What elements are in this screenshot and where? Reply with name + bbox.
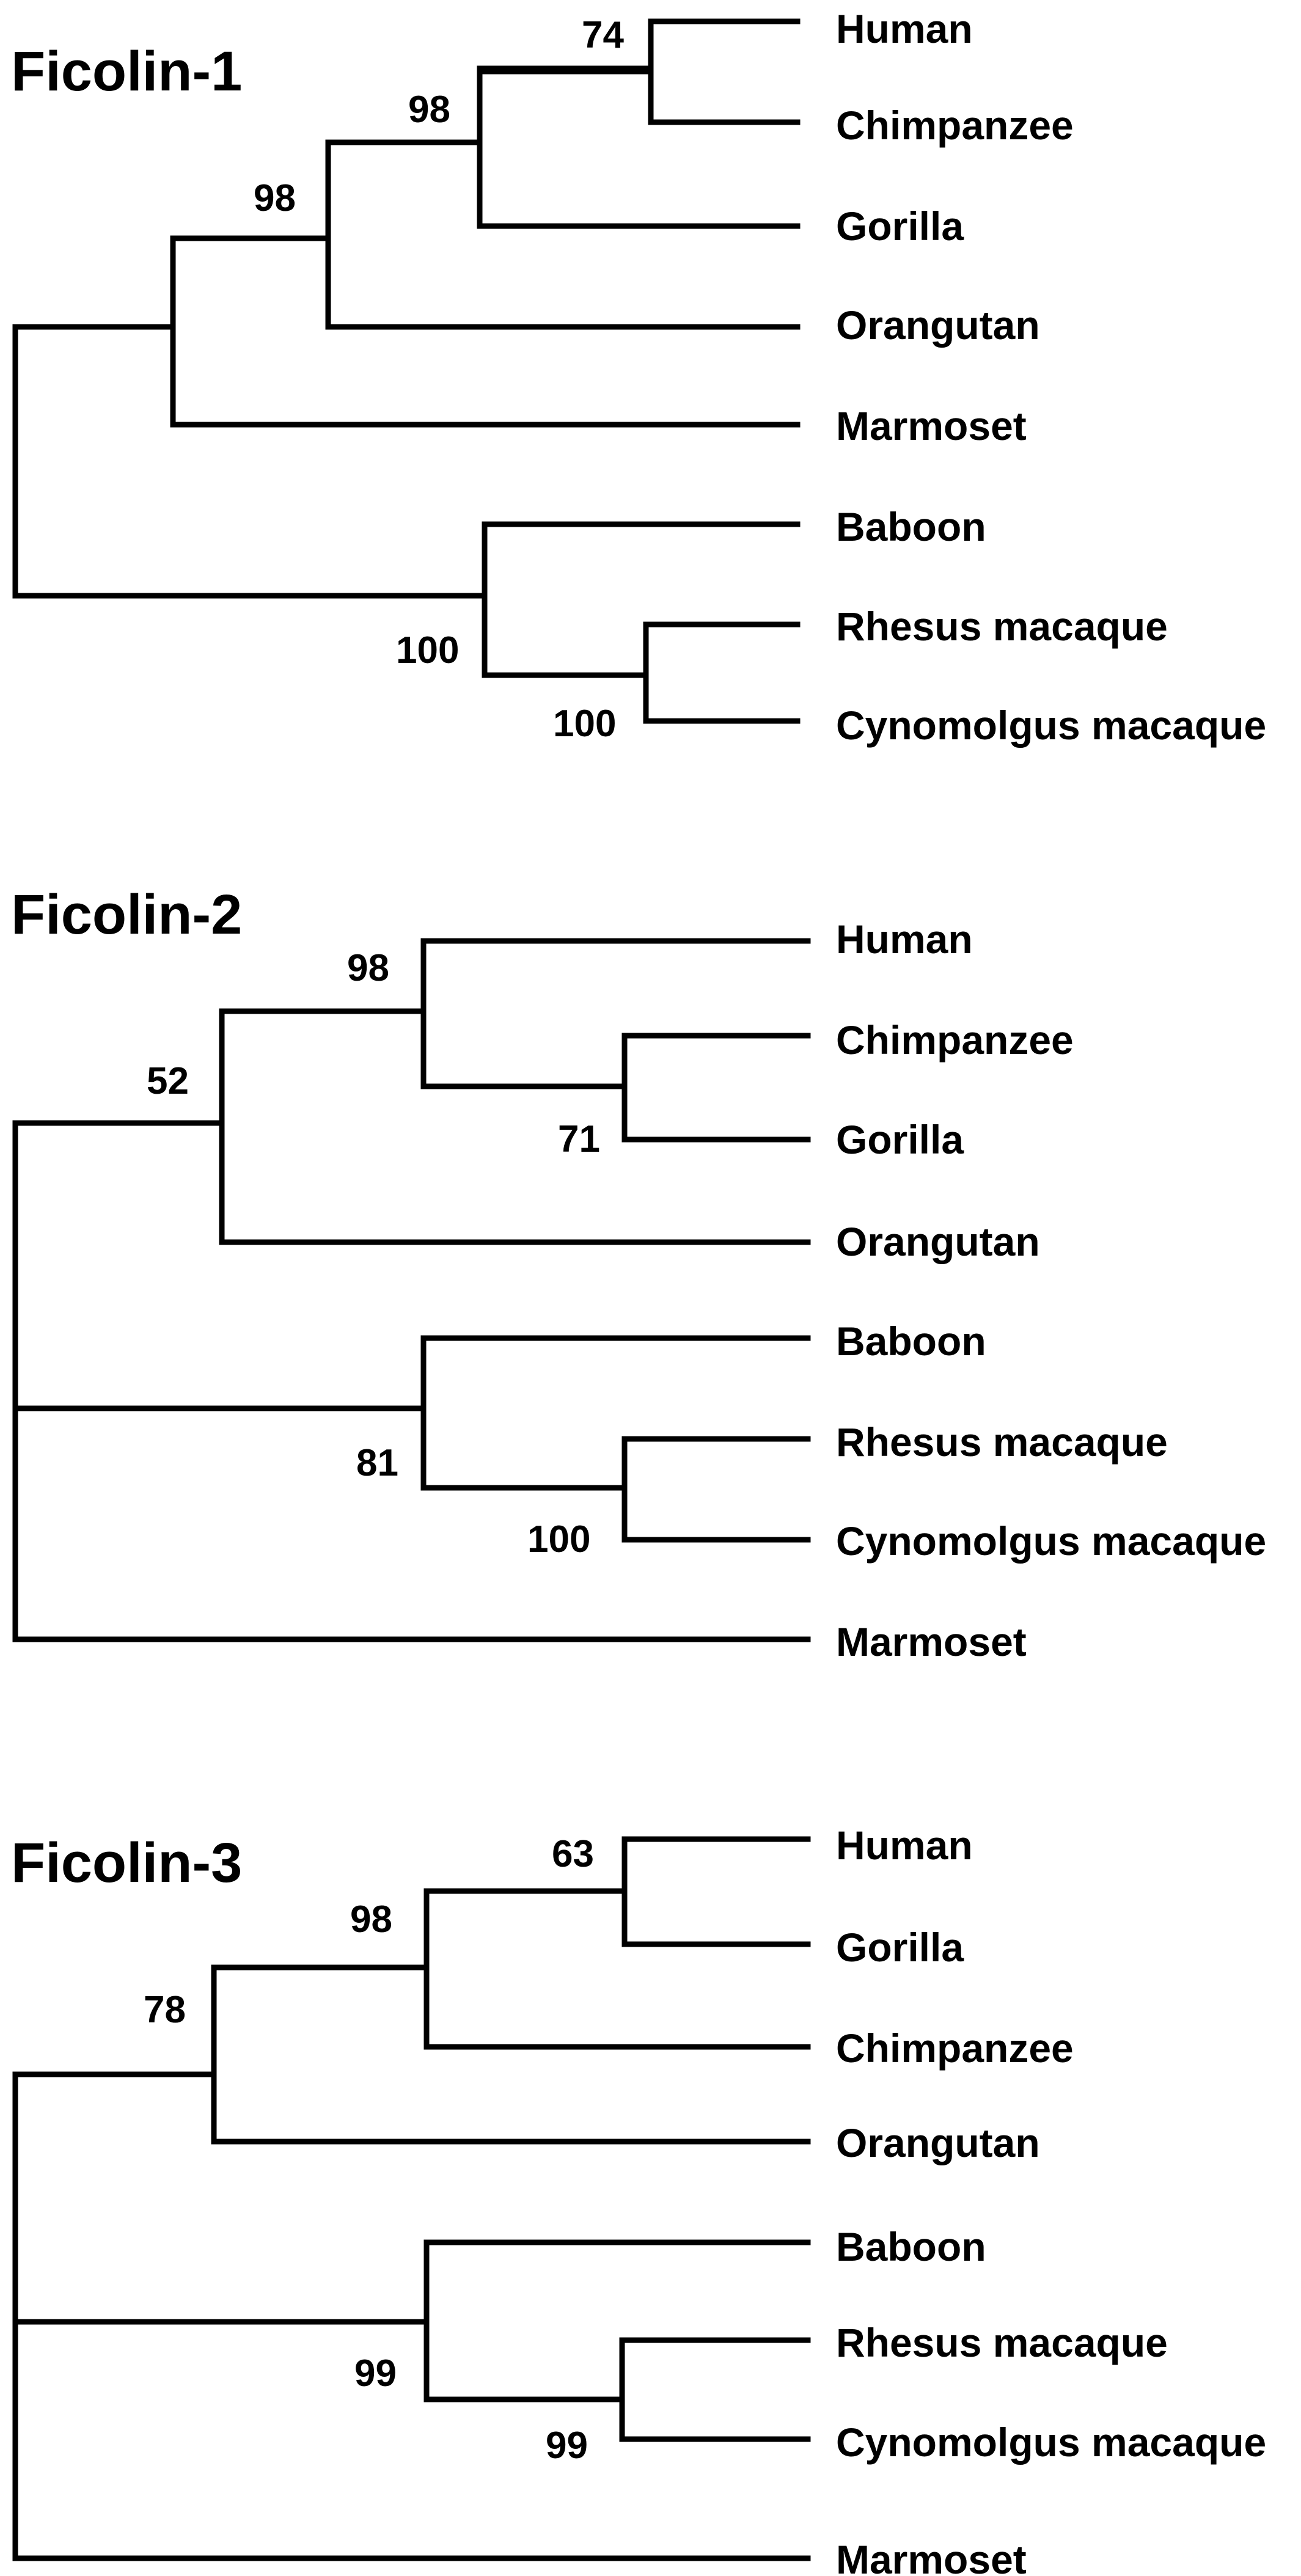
- taxon-label: Chimpanzee: [836, 1017, 1074, 1063]
- support-value: 98: [254, 177, 296, 219]
- tree-ficolin-3: Ficolin-3 Human Gorilla Chimpanzee Orang…: [11, 1823, 1266, 2576]
- support-value: 98: [408, 89, 450, 131]
- tree-branches-ficolin-3: [12, 1836, 811, 2561]
- taxon-label: Human: [836, 1823, 973, 1868]
- tree-branches-ficolin-1: [12, 18, 801, 724]
- support-value: 63: [552, 1833, 594, 1875]
- support-value: 81: [356, 1442, 398, 1484]
- support-value: 78: [144, 1989, 186, 2031]
- taxon-label: Rhesus macaque: [836, 2320, 1168, 2365]
- taxon-label: Marmoset: [836, 2537, 1027, 2576]
- tree-title-ficolin-2: Ficolin-2: [11, 884, 242, 946]
- tree-ficolin-1: Ficolin-1 Human Chimpanzee Gorilla Orang…: [11, 6, 1266, 748]
- taxon-label: Baboon: [836, 2224, 986, 2269]
- taxon-label: Rhesus macaque: [836, 604, 1168, 649]
- taxon-label: Baboon: [836, 1319, 986, 1364]
- support-value: 74: [582, 14, 624, 56]
- taxon-label: Gorilla: [836, 1925, 964, 1970]
- tree-title-ficolin-1: Ficolin-1: [11, 40, 242, 103]
- support-value: 71: [558, 1118, 600, 1160]
- taxon-label: Orangutan: [836, 302, 1040, 348]
- taxon-label: Human: [836, 6, 973, 51]
- taxon-label: Cynomolgus macaque: [836, 1518, 1266, 1564]
- taxon-label: Orangutan: [836, 1219, 1040, 1264]
- support-value: 52: [147, 1060, 189, 1102]
- support-value: 98: [347, 947, 389, 989]
- tree-branches-ficolin-2: [12, 938, 811, 1642]
- support-value: 100: [396, 629, 459, 671]
- taxon-label: Orangutan: [836, 2120, 1040, 2165]
- taxon-label: Cynomolgus macaque: [836, 703, 1266, 748]
- taxon-label: Chimpanzee: [836, 2025, 1074, 2071]
- support-value: 100: [553, 703, 616, 745]
- taxon-label: Gorilla: [836, 1117, 964, 1162]
- taxon-label: Cynomolgus macaque: [836, 2420, 1266, 2465]
- tree-ficolin-2: Ficolin-2 Human Chimpanzee Gorilla Orang…: [11, 884, 1266, 1664]
- taxon-label: Rhesus macaque: [836, 1419, 1168, 1465]
- taxon-label: Marmoset: [836, 1619, 1027, 1664]
- support-value: 98: [350, 1898, 392, 1941]
- support-value: 99: [354, 2352, 397, 2395]
- taxon-label: Baboon: [836, 504, 986, 549]
- taxon-label: Marmoset: [836, 403, 1027, 448]
- taxon-label: Chimpanzee: [836, 103, 1074, 148]
- tree-title-ficolin-3: Ficolin-3: [11, 1832, 242, 1894]
- support-value: 99: [546, 2424, 588, 2467]
- support-value: 100: [527, 1518, 590, 1561]
- taxon-label: Human: [836, 917, 973, 962]
- taxon-label: Gorilla: [836, 203, 964, 249]
